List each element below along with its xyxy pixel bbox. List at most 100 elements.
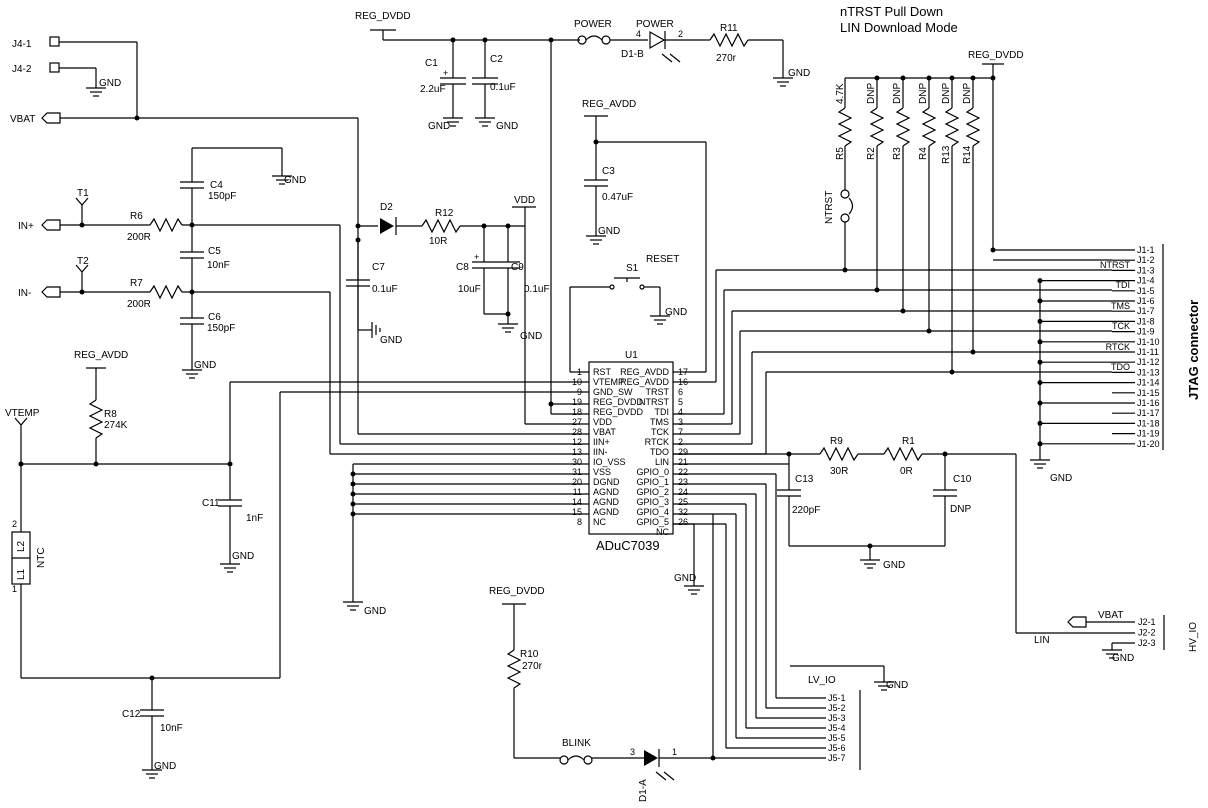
jtag-pin-label: J1-14: [1137, 378, 1160, 388]
c12-ref: C12: [122, 709, 141, 720]
c9-value: 0.1uF: [524, 284, 550, 295]
ic-pin-name: TCK: [651, 427, 669, 437]
j5-pin-label: J5-6: [828, 743, 846, 753]
lin-net-label: LIN: [1034, 635, 1050, 646]
r8-ref: R8: [104, 409, 117, 420]
jtag-pin-label: J1-7: [1137, 306, 1155, 316]
j2-pin-label: J2-1: [1138, 617, 1156, 627]
c5-ref: C5: [208, 246, 221, 257]
ic-pin-name: IIN+: [593, 437, 610, 447]
ic-pin-number: 3: [678, 417, 683, 427]
ic-pin-number: 27: [572, 417, 582, 427]
jtag-pin-label: J1-13: [1137, 367, 1160, 377]
c5-value: 10nF: [207, 260, 230, 271]
ic-pin-number: 28: [572, 427, 582, 437]
jtag-pin-label: J1-8: [1137, 316, 1155, 326]
r14-ref: R14: [962, 145, 973, 164]
ic-pin-number: 21: [678, 457, 688, 467]
u1-ref: U1: [625, 350, 638, 361]
jtag-pin-label: J1-19: [1137, 429, 1160, 439]
ic-pin-name: AGND: [593, 487, 620, 497]
gnd-label: GND: [194, 360, 216, 371]
ic-pin-name: IIN-: [593, 447, 608, 457]
jtag-pin-label: J1-2: [1137, 255, 1155, 265]
jtag-pin-label: J1-4: [1137, 276, 1155, 286]
c1-value: 2.2uF: [420, 84, 446, 95]
d2-ref: D2: [380, 202, 393, 213]
j4-1-label: J4-1: [12, 39, 32, 50]
jtag-pin-label: J1-18: [1137, 418, 1160, 428]
gnd-label: GND: [886, 680, 908, 691]
ntc-label: NTC: [36, 547, 47, 568]
r11-ref: R11: [720, 23, 738, 34]
ic-pin-number: 24: [678, 487, 688, 497]
r14-value: DNP: [962, 83, 973, 104]
d1a-pin3: 3: [630, 747, 635, 757]
battery-connectors: J4-1 J4-2 GND VBAT: [10, 36, 359, 228]
jtag-pin-label: J1-1: [1137, 245, 1155, 255]
jtag-pin-label: J1-10: [1137, 337, 1160, 347]
ic-pin-number: 22: [678, 467, 688, 477]
reg-avdd-label: REG_AVDD: [74, 350, 128, 361]
ic-pin-number: 20: [572, 477, 582, 487]
reg-dvdd-label-top: REG_DVDD: [355, 11, 411, 22]
j5-connector: J5-1J5-2J5-3J5-4J5-5J5-6J5-7: [828, 693, 846, 763]
ic-pin-number: 6: [678, 387, 683, 397]
blink-jumper-label: BLINK: [562, 738, 591, 749]
ic-pin-name: REG_DVDD: [593, 407, 644, 417]
r1-ref: R1: [902, 436, 915, 447]
r6-ref: R6: [130, 211, 143, 222]
c13-ref: C13: [795, 474, 814, 485]
reg-dvdd-top-rail: REG_DVDD: [355, 11, 580, 43]
ic-pin-name: RTCK: [645, 437, 669, 447]
jtag-pin-label: J1-6: [1137, 296, 1155, 306]
r4-ref: R4: [918, 147, 929, 160]
c2-value: 0.1uF: [490, 82, 516, 93]
ic-pin-number: 2: [678, 437, 683, 447]
ic-pin-name: NC: [593, 517, 606, 527]
ic-pin-name: GPIO_1: [636, 477, 669, 487]
s1-ref: S1: [626, 263, 639, 274]
gnd-label: GND: [520, 331, 542, 342]
jtag-signal-name: TDI: [1116, 280, 1131, 290]
gnd-label: GND: [1050, 473, 1072, 484]
temperature-sensor-circuit: VTEMP 2 1 L2 L1 NTC REG_AVDD R8 274K C11…: [5, 350, 280, 779]
r1-value: 0R: [900, 466, 913, 477]
c3-value: 0.47uF: [602, 192, 633, 203]
ic-right-pins: 17REG_AVDD16REG_AVDD6TRST5NTRST4TDI3TMS7…: [620, 367, 688, 537]
ic-pin-name: NC: [656, 527, 669, 537]
gnd-label: GND: [364, 606, 386, 617]
jtag-signal-name: TDO: [1111, 362, 1130, 372]
gpio-wiring: GND GND LV_IO: [673, 473, 908, 770]
c9-ref: C9: [511, 262, 524, 273]
ic-pin-number: 19: [572, 397, 582, 407]
hv-io-title: HV_IO: [1188, 622, 1199, 652]
r10-ref: R10: [520, 649, 539, 660]
ic-pin-name: GPIO_4: [636, 507, 669, 517]
r5-ref: R5: [835, 147, 846, 160]
ic-pin-name: REG_AVDD: [620, 377, 669, 387]
r4-value: DNP: [918, 83, 929, 104]
ic-pin-name: TDI: [655, 407, 670, 417]
ic-pin-number: 18: [572, 407, 582, 417]
d1b-pin2: 2: [678, 29, 683, 39]
ic-pin-name: GPIO_3: [636, 497, 669, 507]
chip-name: ADuC7039: [596, 538, 660, 553]
c8-value: 10uF: [458, 284, 481, 295]
ic-pin-number: 23: [678, 477, 688, 487]
r9-value: 30R: [830, 466, 848, 477]
ic-pin-name: REG_AVDD: [620, 367, 669, 377]
c1-ref: C1: [425, 58, 438, 69]
ic-pin-name: NTRST: [639, 397, 669, 407]
j5-pin-label: J5-4: [828, 723, 846, 733]
ic-pin-name: VTEMP: [593, 377, 624, 387]
title-line-2: LIN Download Mode: [840, 20, 958, 35]
c7-value: 0.1uF: [372, 284, 398, 295]
jtag-pin-label: J1-15: [1137, 388, 1160, 398]
ic-pin-number: 7: [678, 427, 683, 437]
jtag-pin-label: J1-16: [1137, 398, 1160, 408]
ic-pin-number: 14: [572, 497, 582, 507]
gnd-label: GND: [232, 551, 254, 562]
